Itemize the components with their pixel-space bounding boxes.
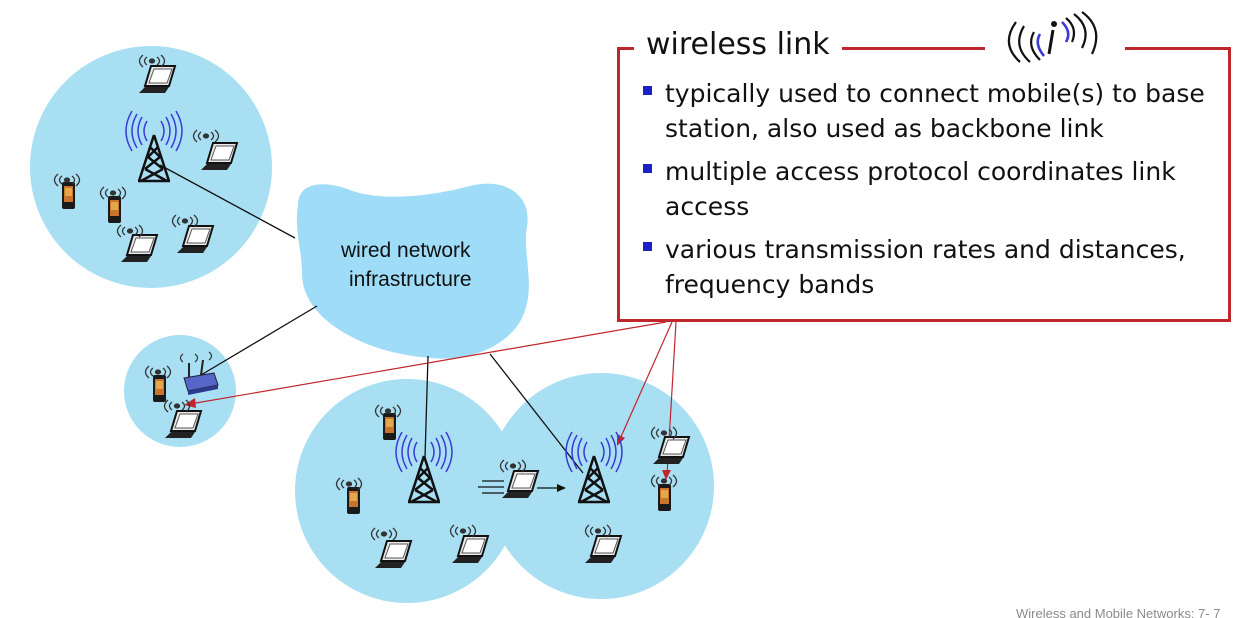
bullet-text: various transmission rates and distances… <box>665 235 1186 299</box>
callout-bullets: typically used to connect mobile(s) to b… <box>640 76 1215 310</box>
motion-indicator <box>478 480 560 494</box>
callout-box <box>617 47 1231 322</box>
arrow-to-small-cell <box>189 321 667 405</box>
phone-icon <box>108 196 121 223</box>
bullet-item: typically used to connect mobile(s) to b… <box>640 76 1215 146</box>
wired-link-router <box>195 305 318 379</box>
bullet-text: multiple access protocol coordinates lin… <box>665 157 1176 221</box>
phone-icon <box>62 182 75 209</box>
phone-icon <box>347 487 360 514</box>
bullet-text: typically used to connect mobile(s) to b… <box>665 79 1205 143</box>
wired-link-top-tower <box>159 164 296 239</box>
slide-footer: Wireless and Mobile Networks: 7- 7 <box>1016 606 1221 618</box>
bullet-item: various transmission rates and distances… <box>640 232 1215 302</box>
cloud-label-line1: wired network <box>340 239 471 262</box>
bullet-square-icon <box>643 164 652 173</box>
cloud-label-line2: infrastructure <box>349 268 472 291</box>
wireless-signal-icon <box>1007 11 1098 63</box>
arrow-to-right-tower <box>619 321 673 440</box>
wired-link-center-tower <box>424 355 429 459</box>
wireless-cell-small <box>124 335 236 447</box>
bullet-square-icon <box>643 242 652 251</box>
wired-network-cloud <box>296 183 529 359</box>
bullet-item: multiple access protocol coordinates lin… <box>640 154 1215 224</box>
bullet-square-icon <box>643 86 652 95</box>
callout-title: wireless link <box>634 26 842 64</box>
router-icon <box>179 351 219 395</box>
phone-icon <box>383 413 396 440</box>
phone-icon <box>153 375 166 402</box>
wired-link-right-tower <box>489 353 584 474</box>
phone-icon <box>658 484 671 511</box>
wired-links <box>159 164 584 474</box>
motion-arrowhead <box>557 484 566 492</box>
wireless-cell-bottom-center <box>295 379 519 603</box>
